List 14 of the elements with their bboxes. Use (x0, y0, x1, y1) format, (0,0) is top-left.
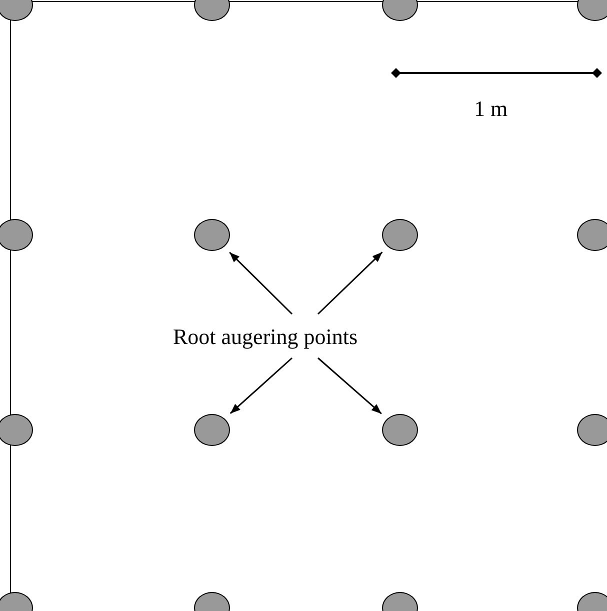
augering-point (194, 218, 230, 250)
scale-label: 1 m (474, 96, 508, 122)
leader-arrow (317, 252, 383, 315)
augering-point (576, 218, 607, 250)
leader-arrow (229, 252, 293, 315)
leader-arrow (230, 357, 292, 414)
augering-point (194, 414, 230, 446)
leader-arrow (318, 357, 382, 414)
augering-point (576, 414, 607, 446)
augering-point (0, 218, 32, 250)
augering-point (382, 414, 418, 446)
callout-label: Root augering points (173, 324, 358, 350)
augering-point (0, 414, 32, 446)
augering-point (382, 218, 418, 250)
